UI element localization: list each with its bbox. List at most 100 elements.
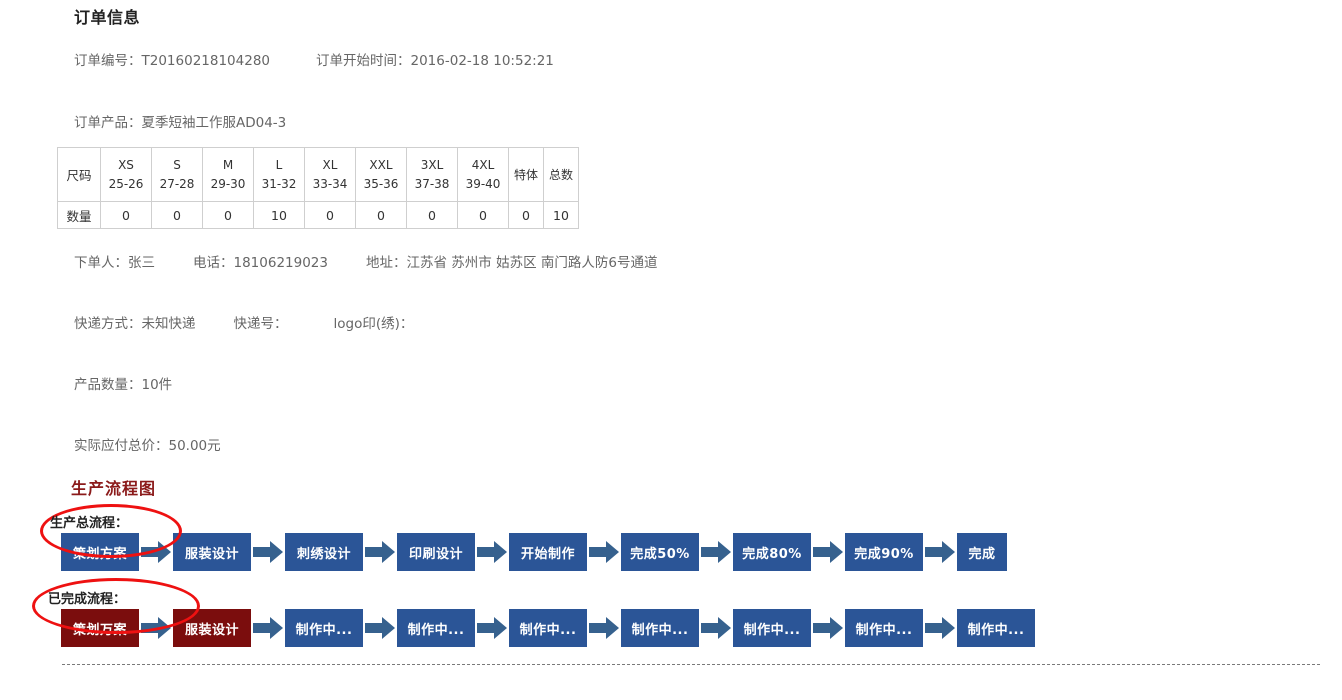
flow-step-box[interactable]: 制作中...: [621, 609, 699, 647]
flow-arrow-icon: [363, 533, 397, 571]
quantity-3xl: 0: [406, 201, 458, 229]
size-name: 4XL: [471, 157, 495, 172]
flow-row-total: 策划方案服装设计刺绣设计印刷设计开始制作完成50% 完成80% 完成90% 完成: [61, 533, 1007, 571]
order-product-value: 夏季短袖工作服AD04-3: [141, 115, 287, 131]
flow-arrow-icon: [251, 609, 285, 647]
size-name: L: [275, 157, 283, 172]
flow-arrow-icon: [475, 533, 509, 571]
flow-step-box[interactable]: 完成90%: [845, 533, 923, 571]
order-number-line: 订单编号：T20160218104280 订单开始时间：2016-02-18 10…: [74, 49, 554, 69]
size-name: S: [173, 157, 181, 172]
page-title: 订单信息: [74, 8, 141, 27]
order-start-time-label: 订单开始时间：: [316, 53, 411, 69]
flow-done-label: 已完成流程：: [48, 592, 127, 607]
phone-value: 18106219023: [233, 255, 328, 271]
flow-step-box[interactable]: 印刷设计: [397, 533, 475, 571]
size-column-xxl: XXL 35-36: [355, 147, 407, 202]
total-price-line: 实际应付总价：50.00元: [74, 434, 221, 454]
flow-step-box[interactable]: 制作中...: [957, 609, 1035, 647]
size-range: 25-26: [108, 176, 144, 191]
flow-arrow-icon: [811, 609, 845, 647]
size-name: M: [222, 157, 234, 172]
size-column-s: S 27-28: [151, 147, 203, 202]
product-quantity-line: 产品数量：10件: [74, 373, 172, 393]
shipping-line: 快递方式：未知快递 快递号： logo印(绣)：: [74, 312, 413, 332]
express-type-value: 未知快递: [141, 316, 196, 332]
express-type-label: 快递方式：: [74, 316, 142, 332]
flow-step-box[interactable]: 服装设计: [173, 609, 251, 647]
flow-arrow-icon: [139, 533, 173, 571]
flow-arrow-icon: [587, 609, 621, 647]
size-column-special: 特体: [508, 147, 544, 202]
size-range: 37-38: [414, 176, 450, 191]
flow-step-box[interactable]: 制作中...: [397, 609, 475, 647]
table-row-quantities: 数量 0 0 0 10 0 0 0 0 0 10: [57, 201, 579, 229]
size-column-xl: XL 33-34: [304, 147, 356, 202]
size-range: 29-30: [210, 176, 246, 191]
size-row-header: 尺码: [57, 147, 101, 202]
flow-step-box[interactable]: 服装设计: [173, 533, 251, 571]
product-quantity-label: 产品数量：: [74, 377, 142, 393]
size-range: 31-32: [261, 176, 297, 191]
quantity-4xl: 0: [457, 201, 509, 229]
address-label: 地址：: [365, 255, 407, 271]
order-number-value: T20160218104280: [141, 53, 271, 69]
flow-step-box[interactable]: 完成50%: [621, 533, 699, 571]
table-row-sizes: 尺码 XS 25-26 S 27-28 M 29-30 L 31-32: [57, 147, 579, 202]
flow-step-box[interactable]: 制作中...: [733, 609, 811, 647]
size-range: 35-36: [363, 176, 399, 191]
size-column-total: 总数: [543, 147, 579, 202]
flow-arrow-icon: [251, 533, 285, 571]
flow-step-box[interactable]: 开始制作: [509, 533, 587, 571]
size-column-4xl: 4XL 39-40: [457, 147, 509, 202]
flow-step-box[interactable]: 制作中...: [845, 609, 923, 647]
size-quantity-table: 尺码 XS 25-26 S 27-28 M 29-30 L 31-32: [57, 147, 579, 229]
flow-arrow-icon: [923, 533, 957, 571]
order-product-label: 订单产品：: [74, 115, 142, 131]
flow-step-box[interactable]: 完成: [957, 533, 1007, 571]
flow-step-box[interactable]: 策划方案: [61, 533, 139, 571]
customer-label: 下单人：: [74, 255, 128, 271]
order-start-time-value: 2016-02-18 10:52:21: [410, 53, 554, 69]
flow-arrow-icon: [475, 609, 509, 647]
flow-row-done: 策划万案服装设计制作中...制作中...制作中...制作中...制作中...制作…: [61, 609, 1035, 647]
quantity-total: 10: [543, 201, 579, 229]
flow-step-box[interactable]: 制作中...: [509, 609, 587, 647]
flow-step-box[interactable]: 制作中...: [285, 609, 363, 647]
flow-arrow-icon: [923, 609, 957, 647]
flow-step-box[interactable]: 策划万案: [61, 609, 139, 647]
size-name: XS: [118, 157, 134, 172]
size-column-m: M 29-30: [202, 147, 254, 202]
express-no-label: 快递号：: [233, 316, 288, 332]
size-range: 33-34: [312, 176, 348, 191]
size-name: 3XL: [420, 157, 444, 172]
total-price-label: 实际应付总价：: [74, 438, 169, 454]
order-number-label: 订单编号：: [74, 53, 142, 69]
size-column-xs: XS 25-26: [100, 147, 152, 202]
bottom-divider: [62, 664, 1320, 665]
flow-arrow-icon: [363, 609, 397, 647]
size-range: 27-28: [159, 176, 195, 191]
phone-label: 电话：: [193, 255, 234, 271]
flow-arrow-icon: [811, 533, 845, 571]
quantity-s: 0: [151, 201, 203, 229]
total-price-value: 50.00元: [168, 438, 221, 454]
flow-arrow-icon: [139, 609, 173, 647]
flow-arrow-icon: [699, 609, 733, 647]
size-column-l: L 31-32: [253, 147, 305, 202]
order-product-line: 订单产品：夏季短袖工作服AD04-3: [74, 111, 286, 131]
quantity-xl: 0: [304, 201, 356, 229]
size-name: XXL: [369, 157, 393, 172]
quantity-m: 0: [202, 201, 254, 229]
quantity-row-header: 数量: [57, 201, 101, 229]
quantity-l: 10: [253, 201, 305, 229]
flow-arrow-icon: [587, 533, 621, 571]
flow-step-box[interactable]: 刺绣设计: [285, 533, 363, 571]
product-quantity-value: 10件: [141, 377, 173, 393]
flow-step-box[interactable]: 完成80%: [733, 533, 811, 571]
flow-arrow-icon: [699, 533, 733, 571]
logo-print-label: logo印(绣)：: [333, 316, 414, 332]
quantity-xs: 0: [100, 201, 152, 229]
